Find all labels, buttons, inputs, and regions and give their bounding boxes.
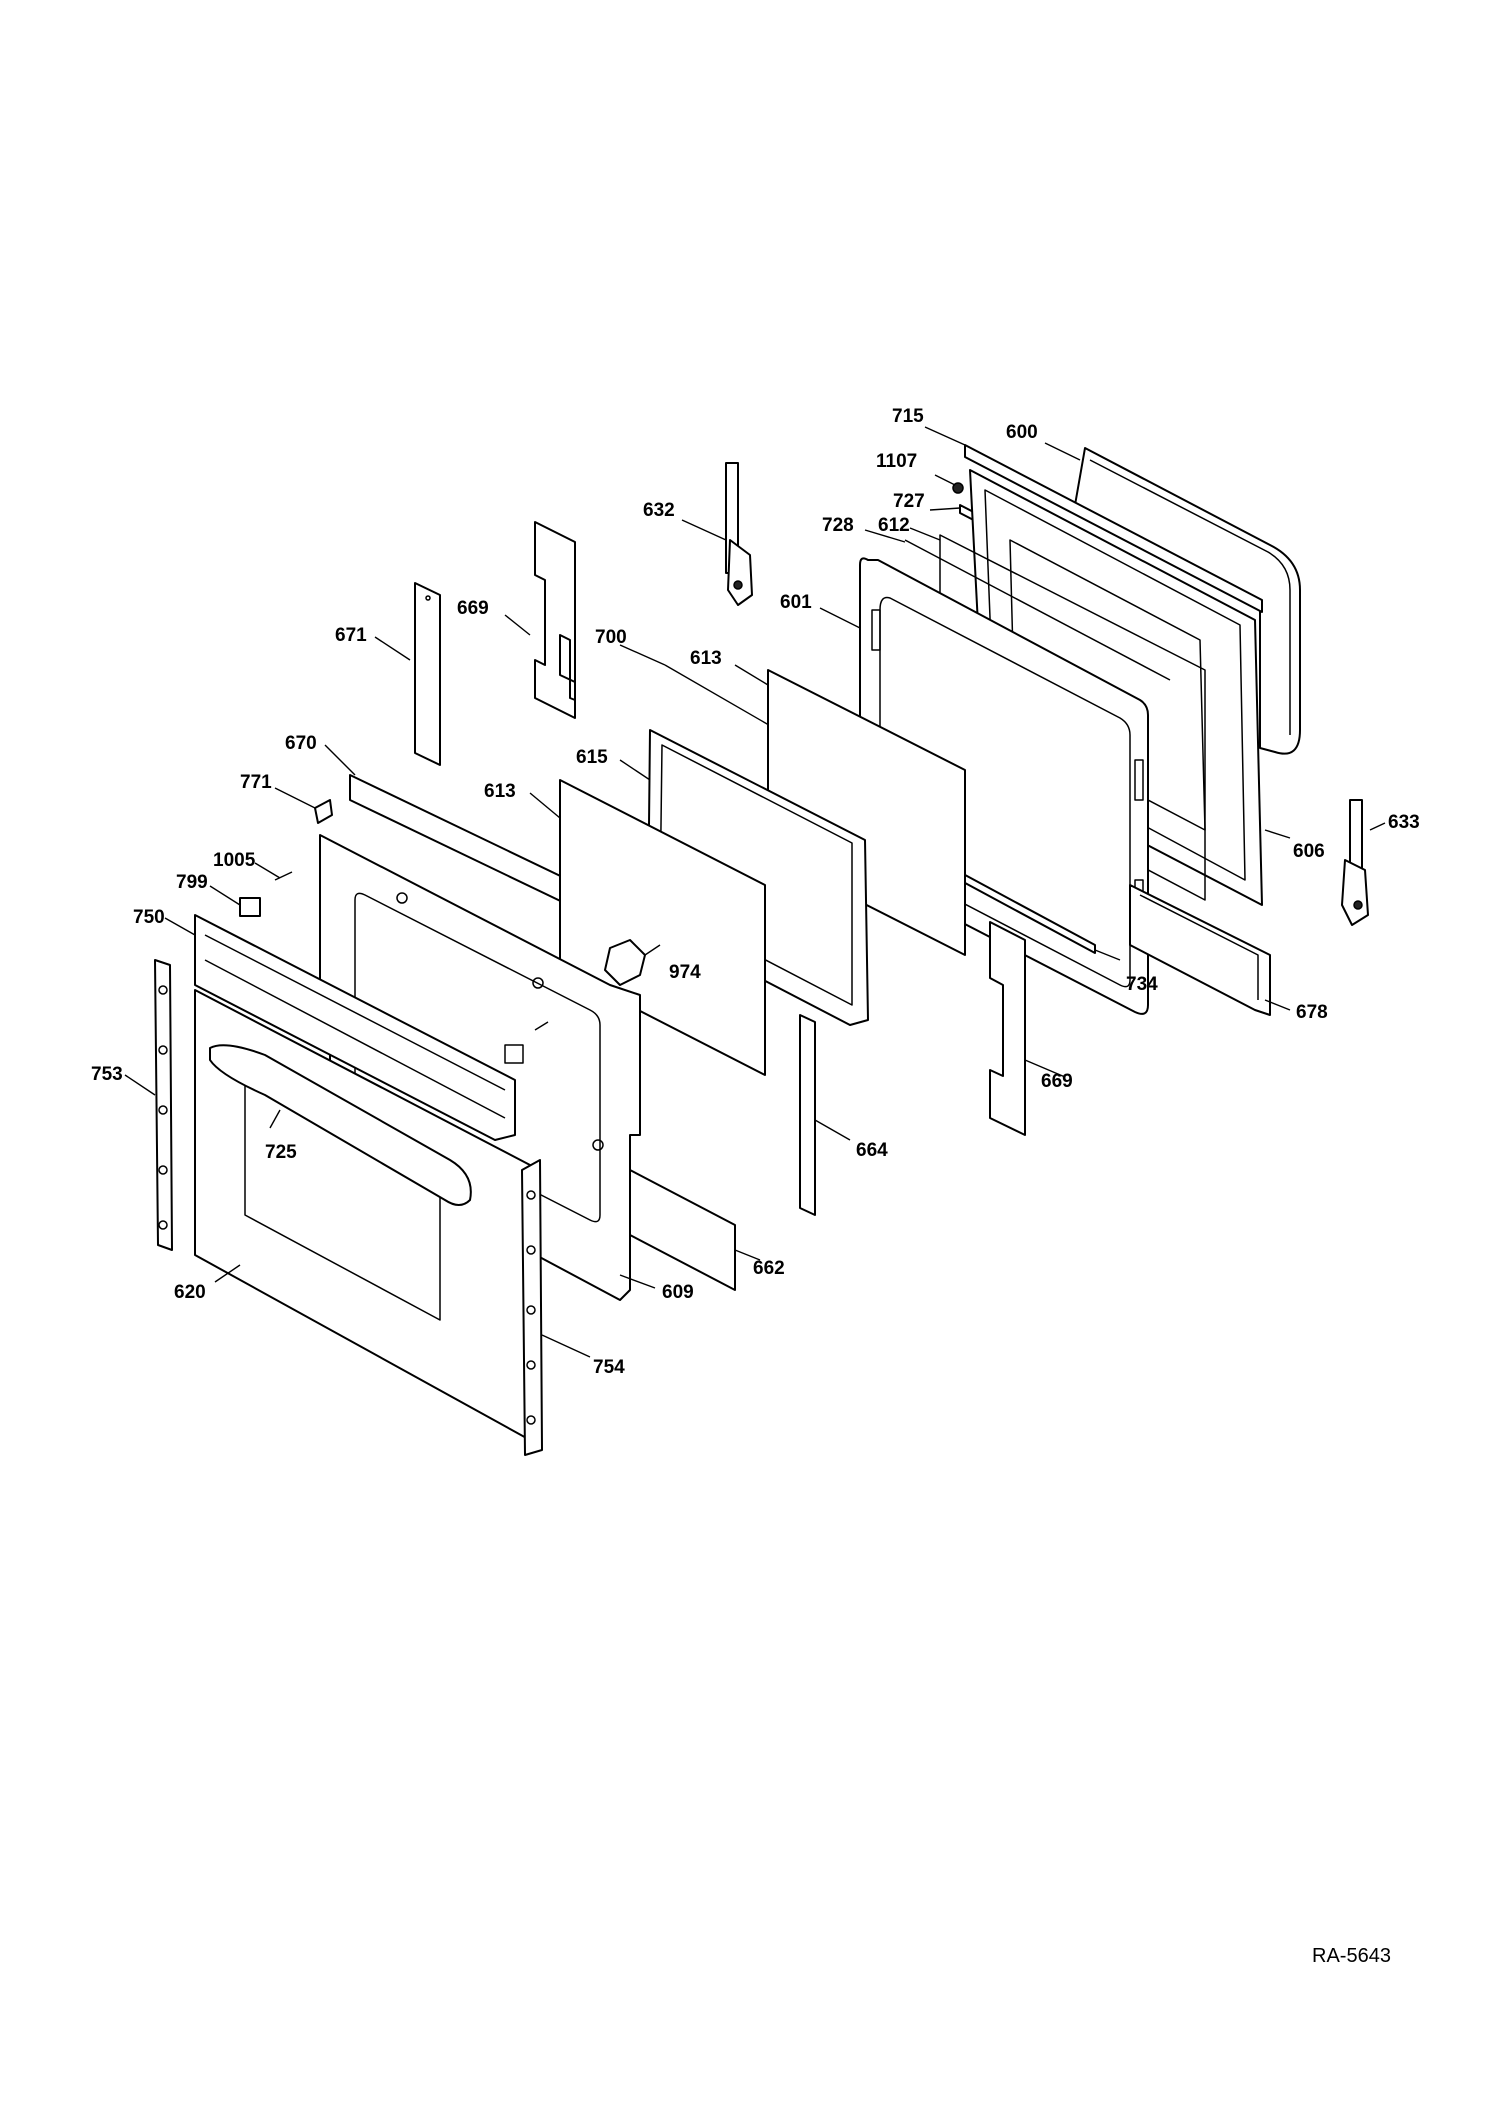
callout-671: 671 (335, 625, 367, 646)
callout-615: 615 (576, 747, 608, 768)
part-678-bottom-rail (1129, 884, 1271, 1016)
callout-613-front: 613 (484, 781, 516, 802)
drawing-code: RA-5643 (1312, 1945, 1391, 1967)
part-664-strip (799, 1014, 816, 1216)
part-662-insulation-block (629, 1169, 736, 1291)
callout-613-rear: 613 (690, 648, 722, 669)
callout-664: 664 (856, 1140, 888, 1161)
part-754-right-trim (521, 1159, 543, 1456)
part-725-handle (209, 1044, 472, 1206)
part-632-left-hinge (725, 462, 753, 606)
part-753-left-trim (154, 959, 173, 1251)
part-771-clip (314, 799, 333, 824)
part-671-strip (414, 582, 441, 766)
callout-771: 771 (240, 772, 272, 793)
callout-669-top: 669 (457, 598, 489, 619)
callout-1005: 1005 (213, 850, 256, 871)
callout-753: 753 (91, 1064, 123, 1085)
callout-612: 612 (878, 515, 910, 536)
callout-669-bottom: 669 (1041, 1071, 1073, 1092)
callout-700: 700 (595, 627, 627, 648)
callout-620: 620 (174, 1282, 206, 1303)
callout-750: 750 (133, 907, 165, 928)
part-728-seal (904, 539, 1171, 681)
callout-754: 754 (593, 1357, 625, 1378)
callout-1107: 1107 (876, 451, 917, 472)
callout-974: 974 (669, 962, 701, 983)
callout-734: 734 (1126, 974, 1158, 995)
callout-725: 725 (265, 1142, 297, 1163)
callout-633: 633 (1388, 812, 1420, 833)
part-1107-screw (952, 482, 964, 494)
part-1005-screw (274, 871, 549, 1031)
callout-715: 715 (892, 406, 924, 427)
part-669-top-insulation (534, 521, 576, 719)
callout-727: 727 (893, 491, 925, 512)
part-633-right-hinge (1341, 799, 1369, 926)
part-613-front-glass (559, 779, 766, 1076)
callout-670: 670 (285, 733, 317, 754)
part-715-top-trim (964, 444, 1263, 613)
callout-662: 662 (753, 1258, 785, 1279)
part-750-top-trim (194, 914, 516, 1141)
callout-600: 600 (1006, 422, 1038, 443)
callout-606: 606 (1293, 841, 1325, 862)
part-974-bracket (604, 939, 646, 986)
callout-678: 678 (1296, 1002, 1328, 1023)
callout-632: 632 (643, 500, 675, 521)
callout-728: 728 (822, 515, 854, 536)
part-669-bottom-insulation (989, 921, 1026, 1136)
callout-799: 799 (176, 872, 208, 893)
part-799-clip (239, 897, 524, 1064)
callout-labels: 715 600 1107 727 632 728 612 601 669 671… (91, 406, 1420, 1378)
leader-lines (124, 426, 1386, 1358)
callout-601: 601 (780, 592, 812, 613)
part-600-rear-panel (1074, 447, 1301, 755)
callout-609: 609 (662, 1282, 694, 1303)
